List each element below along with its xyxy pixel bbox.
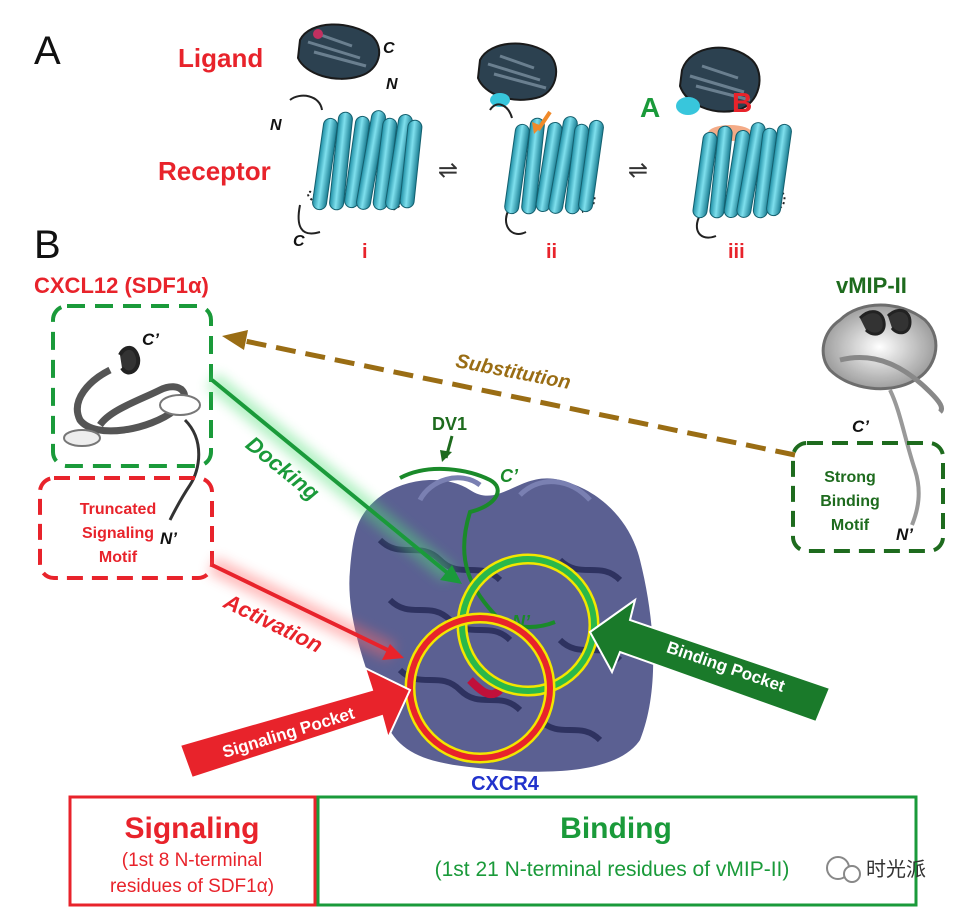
signaling-sub-2: residues of SDF1α) (110, 876, 274, 897)
cxcl12-structure (63, 345, 201, 521)
stage-iii-ligand (676, 46, 761, 141)
dv1-label: DV1 (432, 414, 467, 434)
stage-ii-receptor (489, 103, 604, 235)
equilibrium-2: ⇌ (628, 157, 648, 184)
strong-line-2: Binding (820, 493, 880, 510)
signaling-pocket-arrow (178, 666, 412, 780)
cxcl12-c-prime: C’ (142, 330, 159, 349)
substitution-arrow (239, 337, 796, 458)
ligand-label: Ligand (178, 43, 263, 73)
ligand-n-term: N (386, 76, 398, 93)
signaling-sub-1: (1st 8 N-terminal (122, 850, 262, 871)
cxcl12-title: CXCL12 (SDF1α) (34, 273, 209, 298)
site-b-label: B (732, 87, 752, 118)
vmip-c-prime: C’ (852, 417, 869, 436)
strong-motif-box (791, 441, 945, 553)
watermark-icon (826, 856, 861, 883)
activation-arrow (211, 563, 393, 654)
site-a-label: A (640, 92, 660, 123)
stage-ii-ligand (476, 42, 558, 107)
stage-ii-label: ii (546, 241, 557, 263)
vmip-n-prime: N’ (896, 525, 913, 544)
stage-ii-orange-arrowhead (532, 122, 542, 134)
dv1-pointer-head (440, 450, 452, 462)
truncated-line-3: Motif (99, 549, 138, 566)
stage-iii-label: iii (728, 241, 745, 263)
vmip-structure (821, 303, 945, 526)
vmip-title: vMIP-II (836, 273, 907, 298)
binding-title: Binding (560, 812, 672, 845)
receptor-label: Receptor (158, 156, 271, 186)
panel-a-label: A (34, 29, 61, 73)
cxcl12-structure-box (51, 304, 213, 468)
dv1-c-prime: C’ (500, 466, 519, 486)
panel-b-label: B (34, 223, 61, 267)
signaling-title: Signaling (125, 812, 260, 845)
stage-i-label: i (362, 241, 368, 263)
strong-line-1: Strong (824, 469, 876, 486)
stage-i-receptor (289, 94, 423, 235)
truncated-line-1: Truncated (80, 501, 156, 518)
activation-arrowhead (382, 644, 404, 660)
equilibrium-1: ⇌ (438, 157, 458, 184)
cxcl12-n-prime: N’ (160, 529, 177, 548)
strong-line-3: Motif (831, 517, 870, 534)
receptor-n-term: N (270, 117, 282, 134)
receptor-c-term: C (293, 233, 305, 250)
cxcr4-label: CXCR4 (471, 773, 540, 795)
docking-arrowhead (440, 565, 462, 584)
stage-i-ligand (296, 23, 381, 80)
stage-iii-receptor (692, 122, 792, 239)
binding-sub: (1st 21 N-terminal residues of vMIP-II) (435, 858, 790, 881)
docking-arrow (210, 378, 452, 577)
watermark-text: 时光派 (866, 858, 926, 881)
binding-pocket-arrow (588, 597, 832, 724)
truncated-line-2: Signaling (82, 525, 154, 542)
substitution-arrowhead (222, 330, 248, 350)
ligand-c-term: C (383, 40, 395, 57)
binding-box (316, 795, 918, 907)
signaling-box (68, 795, 317, 907)
truncated-motif-box (38, 476, 214, 580)
signaling-pocket-ring (407, 615, 553, 761)
